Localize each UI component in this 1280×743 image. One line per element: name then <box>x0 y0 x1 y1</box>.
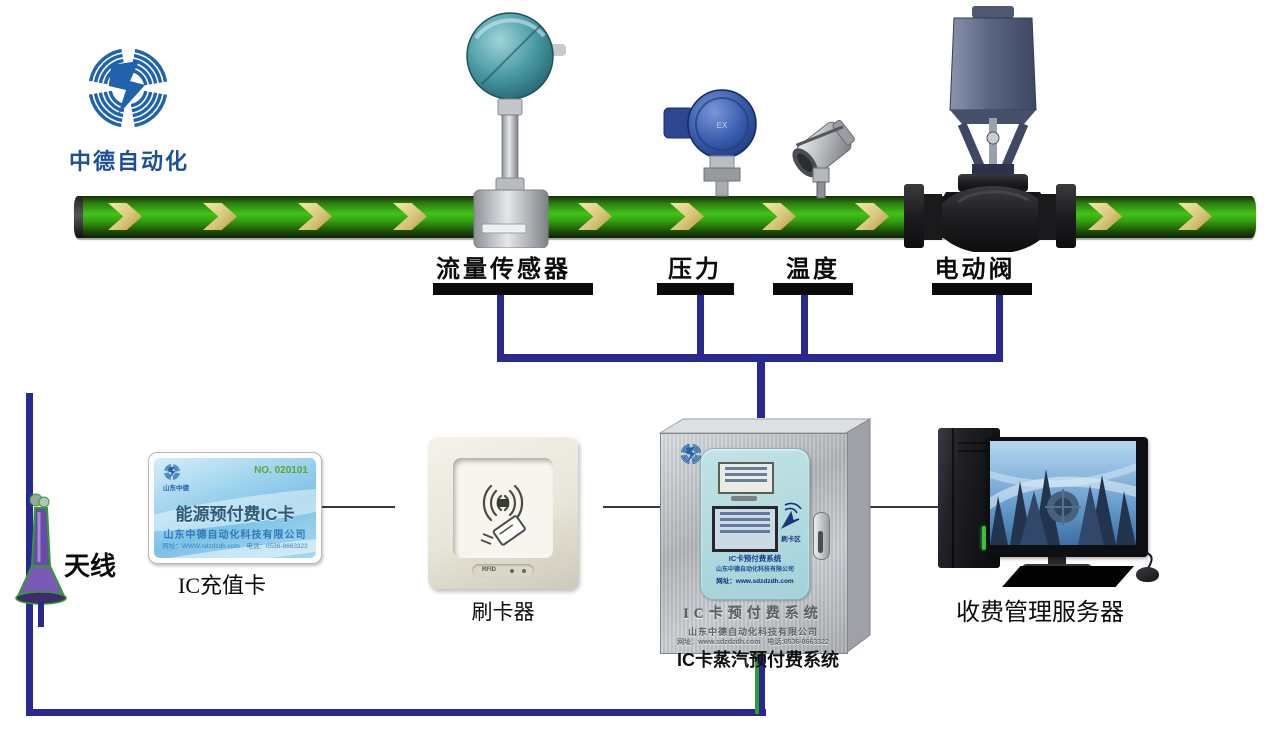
reader-recess <box>453 458 553 558</box>
reader-led <box>522 568 526 573</box>
pipe-end-cap <box>74 196 83 238</box>
cabinet-panel: 刷卡区 IC卡预付费系统 山东中德自动化科技有限公司 网址：www.sdzdzd… <box>700 448 810 600</box>
server-mouse <box>1136 567 1159 582</box>
card-company: 山东中德自动化科技有限公司 <box>163 530 307 541</box>
prepay-cabinet: 刷卡区 IC卡预付费系统 山东中德自动化科技有限公司 网址：www.sdzdzd… <box>655 413 871 655</box>
antenna-icon <box>15 493 67 627</box>
cabinet-rfid-icon <box>780 502 802 529</box>
cabinet-swipe-label: 刷卡区 <box>781 536 801 543</box>
server-screen-image <box>990 441 1136 545</box>
label-flow-sensor: 流量传感器 <box>436 257 571 283</box>
reader-indicator-strip: RFID <box>472 564 534 577</box>
label-antenna: 天线 <box>64 552 117 581</box>
wire-drop-pressure <box>697 295 704 356</box>
wire-antenna-vertical <box>26 393 33 716</box>
cabinet-handle <box>813 512 830 560</box>
reader-rfid-text: RFID <box>482 567 496 573</box>
signal-bar-flow <box>433 283 593 295</box>
wire-bus <box>497 354 1003 362</box>
reader-led <box>510 568 514 573</box>
card-contact: 网址：WWW.sdzdzdh.com 电话：0536-8663322 <box>162 543 308 550</box>
cabinet-engraved-company: 山东中德自动化科技有限公司 <box>687 627 818 637</box>
ic-card-face: 山东中德 NO. 020101 能源预付费IC卡 山东中德自动化科技有限公司 网… <box>154 458 316 558</box>
wire-drop-temperature <box>801 295 808 356</box>
signal-bar-temperature <box>773 283 853 295</box>
signal-bar-pressure <box>657 283 734 295</box>
cabinet-engraved-contact: 网址：www.sdzdzdh.com 电话:0536-8663322 <box>677 639 829 646</box>
cabinet-panel-company: 山东中德自动化科技有限公司 <box>715 567 794 573</box>
caption-server: 收费管理服务器 <box>956 600 1124 626</box>
label-pressure: 压力 <box>668 257 722 283</box>
cabinet-box <box>658 418 871 654</box>
company-logo-icon <box>78 38 178 138</box>
cabinet-display-lcd <box>712 506 778 552</box>
caption-ic-card: IC充值卡 <box>177 573 267 598</box>
link-reader-cabinet <box>603 506 660 508</box>
link-card-reader <box>322 506 395 508</box>
cabinet-card-slot <box>731 496 757 501</box>
signal-bar-valve <box>932 283 1032 295</box>
cabinet-display-top <box>718 462 774 494</box>
link-cabinet-server <box>868 506 938 508</box>
server-keyboard <box>1002 566 1134 587</box>
rfid-wave-icon <box>480 484 526 546</box>
wire-bus-to-cabinet <box>757 362 765 418</box>
wire-drop-flow <box>497 295 504 356</box>
label-valve: 电动阀 <box>934 257 1016 283</box>
card-brand-text: 山东中德 <box>163 485 189 492</box>
wire-cabinet-to-bottom <box>755 646 765 714</box>
company-logo-text: 中德自动化 <box>68 149 189 174</box>
caption-card-reader: 刷卡器 <box>471 600 535 624</box>
wire-bottom <box>26 709 766 716</box>
pressure-transmitter-device: EX <box>663 89 757 197</box>
wire-drop-valve <box>996 295 1003 356</box>
cabinet-panel-title: IC卡预付费系统 <box>728 554 782 563</box>
card-reader: RFID <box>428 436 578 589</box>
cabinet-engraved-title: IC卡预付费系统 <box>683 607 823 622</box>
electric-valve-device <box>904 6 1076 252</box>
temperature-sensor-device <box>792 119 855 199</box>
flow-sensor-device <box>466 12 566 248</box>
caption-cabinet: IC卡蒸汽预付费系统 <box>677 650 839 670</box>
server-monitor <box>986 437 1148 557</box>
card-number: NO. 020101 <box>254 465 308 476</box>
cabinet-panel-website: 网址：www.sdzdzdh.com <box>716 578 794 585</box>
server-power-led <box>982 526 986 550</box>
card-logo-icon <box>162 462 182 482</box>
label-temperature: 温度 <box>786 257 840 283</box>
card-title: 能源预付费IC卡 <box>175 505 295 524</box>
ic-card: 山东中德 NO. 020101 能源预付费IC卡 山东中德自动化科技有限公司 网… <box>148 452 322 564</box>
pressure-ex-marking: EX <box>717 121 728 130</box>
